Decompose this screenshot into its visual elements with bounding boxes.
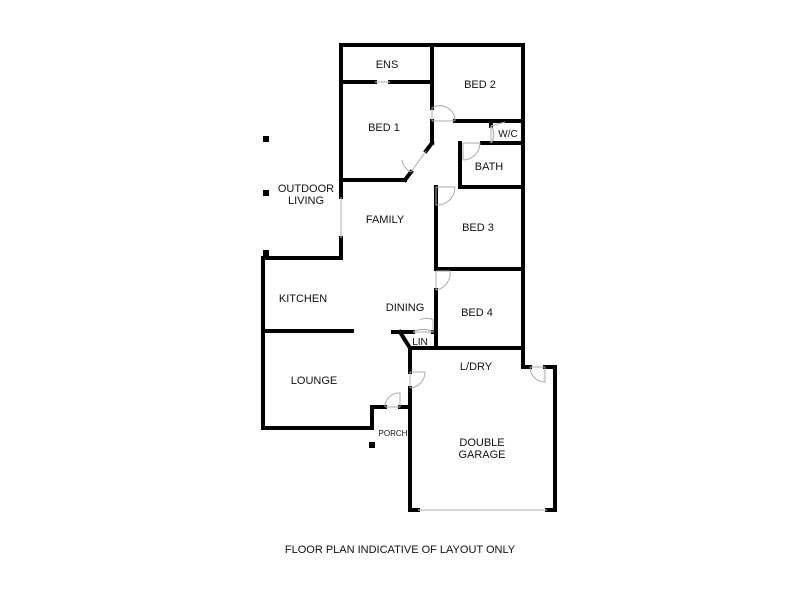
room-label-garage-line1: DOUBLE bbox=[459, 437, 504, 449]
room-label-lin: LIN bbox=[412, 337, 428, 348]
room-label-wc: W/C bbox=[498, 129, 517, 140]
post bbox=[263, 136, 269, 142]
room-label-bed1: BED 1 bbox=[368, 122, 400, 134]
room-label-garage-line2: GARAGE bbox=[458, 449, 505, 461]
door-swing bbox=[431, 105, 456, 122]
room-label-kitchen: KITCHEN bbox=[279, 293, 327, 305]
room-label-ens: ENS bbox=[376, 59, 399, 71]
post bbox=[369, 442, 375, 448]
door-swing bbox=[529, 366, 546, 383]
post bbox=[263, 190, 269, 196]
door-swing bbox=[401, 150, 427, 173]
door-swing bbox=[490, 121, 506, 144]
door-swing bbox=[435, 186, 456, 206]
room-label-outdoor-line1: OUTDOOR bbox=[278, 183, 334, 195]
door-swing bbox=[462, 142, 481, 161]
room-label-porch: PORCH bbox=[379, 429, 408, 438]
room-label-bath: BATH bbox=[475, 161, 504, 173]
room-label-outdoor-line2: LIVING bbox=[288, 195, 324, 207]
room-label-bed4: BED 4 bbox=[461, 307, 493, 319]
door-swing bbox=[384, 392, 401, 408]
door-swing bbox=[435, 270, 451, 291]
room-label-family: FAMILY bbox=[366, 214, 405, 226]
post bbox=[263, 250, 269, 256]
room-label-bed3: BED 3 bbox=[462, 222, 494, 234]
wall bbox=[402, 169, 414, 183]
door-swing bbox=[409, 371, 426, 389]
room-label-bed2: BED 2 bbox=[464, 79, 496, 91]
door-swing bbox=[412, 317, 434, 333]
posts bbox=[263, 136, 375, 448]
room-label-lounge: LOUNGE bbox=[291, 375, 337, 387]
room-label-ldry: L/DRY bbox=[460, 361, 493, 373]
room-label-dining: DINING bbox=[386, 302, 425, 314]
disclaimer-caption: FLOOR PLAN INDICATIVE OF LAYOUT ONLY bbox=[284, 544, 516, 556]
doors bbox=[384, 105, 546, 408]
walls bbox=[261, 43, 557, 512]
wall bbox=[397, 329, 413, 351]
